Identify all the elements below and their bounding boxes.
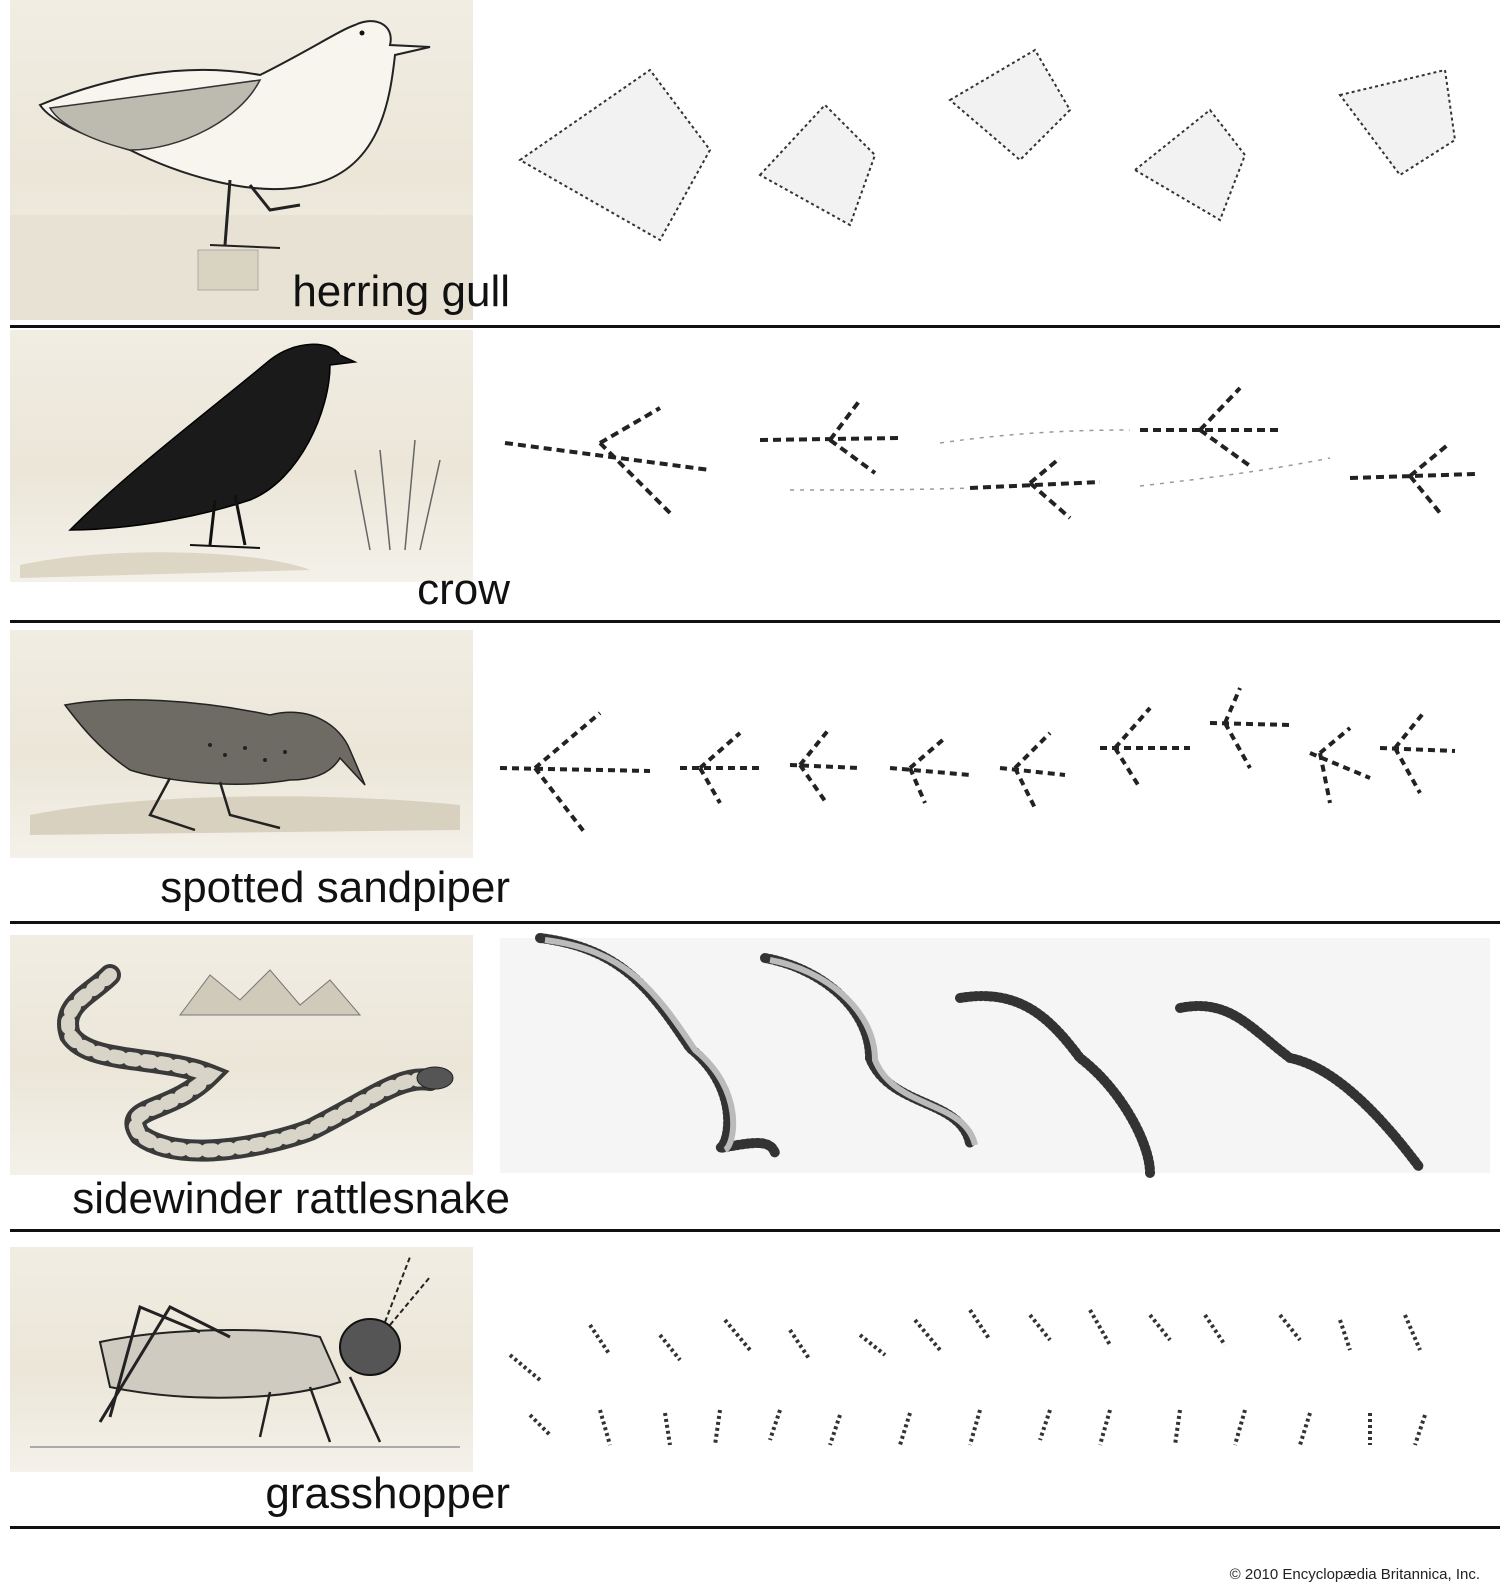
row-grasshopper: grasshopper [0,1245,1510,1550]
copyright-notice: © 2010 Encyclopædia Britannica, Inc. [1229,1566,1480,1583]
grasshopper-tracks [490,1295,1500,1465]
label-spotted-sandpiper: spotted sandpiper [160,863,510,912]
divider-line [10,1229,1500,1232]
herring-gull-tracks [490,40,1500,270]
sidewinder-rattlesnake-illustration [10,935,473,1175]
divider-line [10,620,1500,623]
label-grasshopper: grasshopper [265,1469,510,1518]
spotted-sandpiper-tracks [490,683,1500,853]
row-spotted-sandpiper: spotted sandpiper [0,628,1510,933]
crow-illustration [10,330,473,582]
divider-line [10,1526,1500,1529]
grasshopper-illustration [10,1247,473,1472]
sidewinder-rattlesnake-tracks [490,928,1500,1183]
divider-line [10,325,1500,328]
label-herring-gull: herring gull [292,267,510,316]
divider-line [10,921,1500,924]
label-crow: crow [417,565,510,614]
crow-tracks [490,378,1500,528]
row-sidewinder-rattlesnake: sidewinder rattlesnake [0,933,1510,1245]
herring-gull-illustration [10,0,473,320]
spotted-sandpiper-illustration [10,630,473,858]
row-crow: crow [0,328,1510,628]
row-herring-gull: herring gull [0,0,1510,328]
label-sidewinder-rattlesnake: sidewinder rattlesnake [72,1174,510,1223]
